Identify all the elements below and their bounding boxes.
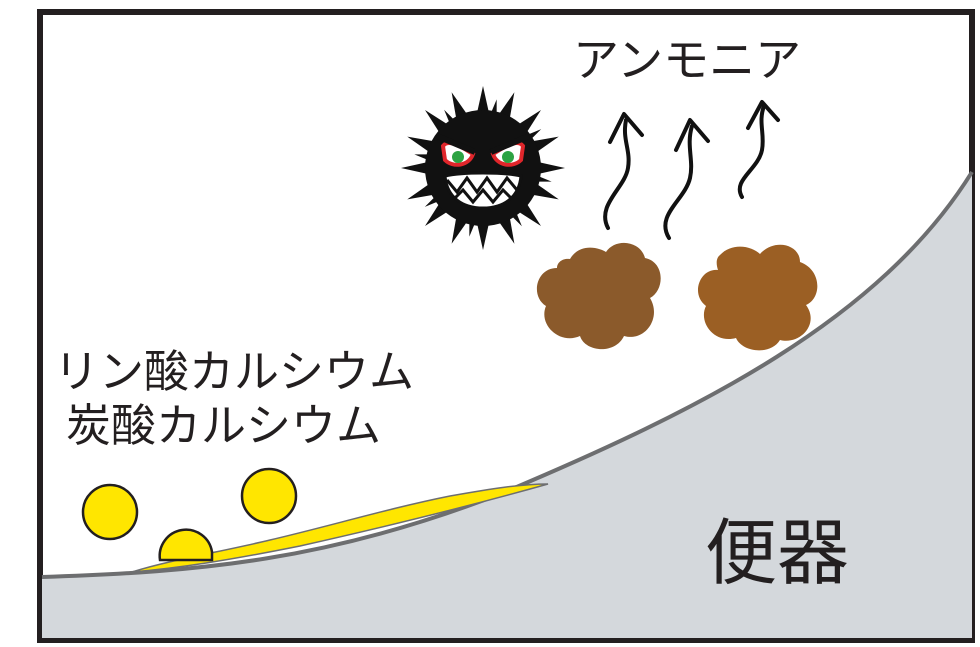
deposit-ball [240, 467, 298, 525]
stool-icon [697, 244, 818, 351]
ammonia-label: アンモニア [573, 33, 801, 87]
calcium-phosphate-label: リン酸カルシウム [54, 345, 414, 398]
deposit-ball [158, 528, 214, 562]
toilet-bowl-label: 便器 [705, 511, 849, 595]
odor-arrow-icon [603, 100, 780, 240]
mineral-deposit-layer [131, 483, 549, 573]
germ-eyes [435, 133, 531, 167]
calcium-carbonate-label: 炭酸カルシウム [66, 399, 381, 452]
mineral-deposit-icon [81, 467, 298, 562]
deposit-ball [81, 483, 139, 541]
germ-icon [401, 86, 565, 250]
stool-icon [536, 242, 661, 350]
toilet-bowl-surface [42, 172, 972, 638]
